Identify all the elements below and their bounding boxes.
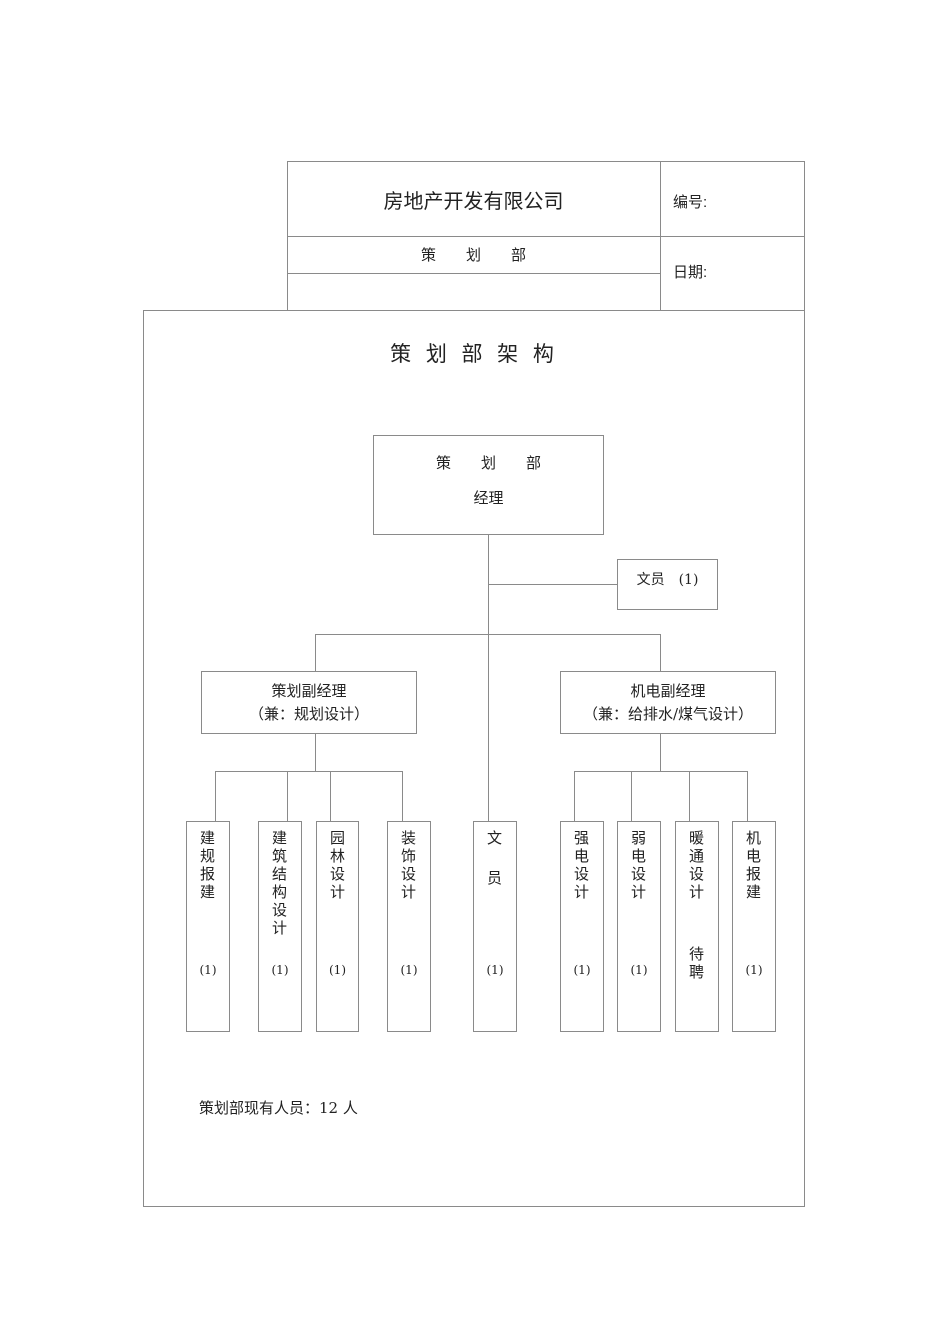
deputy-planning-title: 策划副经理 bbox=[271, 682, 347, 700]
deputy-me-note: （兼：给排水/煤气设计） bbox=[582, 705, 754, 723]
position-label: 建筑结构设计 bbox=[270, 830, 288, 938]
clerk-box: 文员 (1) bbox=[617, 559, 718, 610]
position-box: 建筑结构设计 (1) bbox=[258, 821, 302, 1032]
connector bbox=[402, 771, 403, 822]
header-divider bbox=[287, 273, 660, 274]
position-count: (1) bbox=[199, 963, 217, 977]
connector bbox=[631, 771, 632, 822]
position-label: 建规报建 bbox=[198, 830, 216, 902]
connector bbox=[215, 771, 216, 822]
document-frame bbox=[143, 310, 805, 1207]
connector bbox=[747, 771, 748, 822]
manager-dept: 策 划 部 bbox=[435, 454, 541, 472]
position-label: 文 员 bbox=[485, 830, 503, 890]
connector bbox=[488, 534, 489, 832]
connector bbox=[574, 771, 575, 822]
connector bbox=[330, 771, 331, 822]
position-box: 装饰设计 (1) bbox=[387, 821, 431, 1032]
number-label: 编号: bbox=[673, 194, 708, 211]
connector bbox=[689, 771, 690, 822]
staff-summary: 策划部现有人员：12 人 bbox=[199, 1099, 358, 1117]
position-count: (1) bbox=[745, 963, 763, 977]
connector bbox=[315, 733, 316, 771]
position-label: 装饰设计 bbox=[399, 830, 417, 902]
connector bbox=[660, 634, 661, 672]
connector bbox=[315, 634, 316, 672]
position-label: 机电报建 bbox=[744, 830, 762, 902]
header-divider bbox=[287, 236, 805, 237]
position-count: (1) bbox=[573, 963, 591, 977]
connector bbox=[215, 771, 403, 772]
position-count: 待聘 bbox=[687, 946, 705, 982]
position-box: 文 员 (1) bbox=[473, 821, 517, 1032]
department-name: 策 划 部 bbox=[420, 246, 526, 264]
position-box: 园林设计 (1) bbox=[316, 821, 359, 1032]
connector bbox=[574, 771, 748, 772]
connector bbox=[488, 584, 617, 585]
connector bbox=[287, 771, 288, 822]
deputy-me-box: 机电副经理 （兼：给排水/煤气设计） bbox=[560, 671, 776, 734]
position-box: 弱电设计 (1) bbox=[617, 821, 661, 1032]
position-box: 强电设计 (1) bbox=[560, 821, 604, 1032]
position-count: (1) bbox=[486, 963, 504, 977]
deputy-planning-box: 策划副经理 （兼：规划设计） bbox=[201, 671, 417, 734]
position-count: (1) bbox=[271, 963, 289, 977]
position-label: 暖通设计 bbox=[687, 830, 705, 902]
position-box: 暖通设计 待聘 bbox=[675, 821, 719, 1032]
position-count: (1) bbox=[329, 963, 346, 977]
position-box: 机电报建 (1) bbox=[732, 821, 776, 1032]
position-label: 园林设计 bbox=[328, 830, 346, 902]
date-label: 日期: bbox=[673, 264, 708, 281]
deputy-me-title: 机电副经理 bbox=[630, 682, 706, 700]
manager-title: 经理 bbox=[473, 489, 504, 507]
position-label: 强电设计 bbox=[572, 830, 590, 902]
page-title: 策 划 部 架 构 bbox=[390, 342, 558, 366]
position-label: 弱电设计 bbox=[629, 830, 647, 902]
connector bbox=[660, 733, 661, 771]
manager-box: 策 划 部 经理 bbox=[373, 435, 604, 535]
deputy-planning-note: （兼：规划设计） bbox=[248, 705, 369, 723]
clerk-label: 文员 (1) bbox=[636, 572, 699, 588]
company-name: 房地产开发有限公司 bbox=[383, 189, 564, 213]
position-box: 建规报建 (1) bbox=[186, 821, 230, 1032]
connector bbox=[315, 634, 661, 635]
position-count: (1) bbox=[400, 963, 418, 977]
position-count: (1) bbox=[630, 963, 648, 977]
